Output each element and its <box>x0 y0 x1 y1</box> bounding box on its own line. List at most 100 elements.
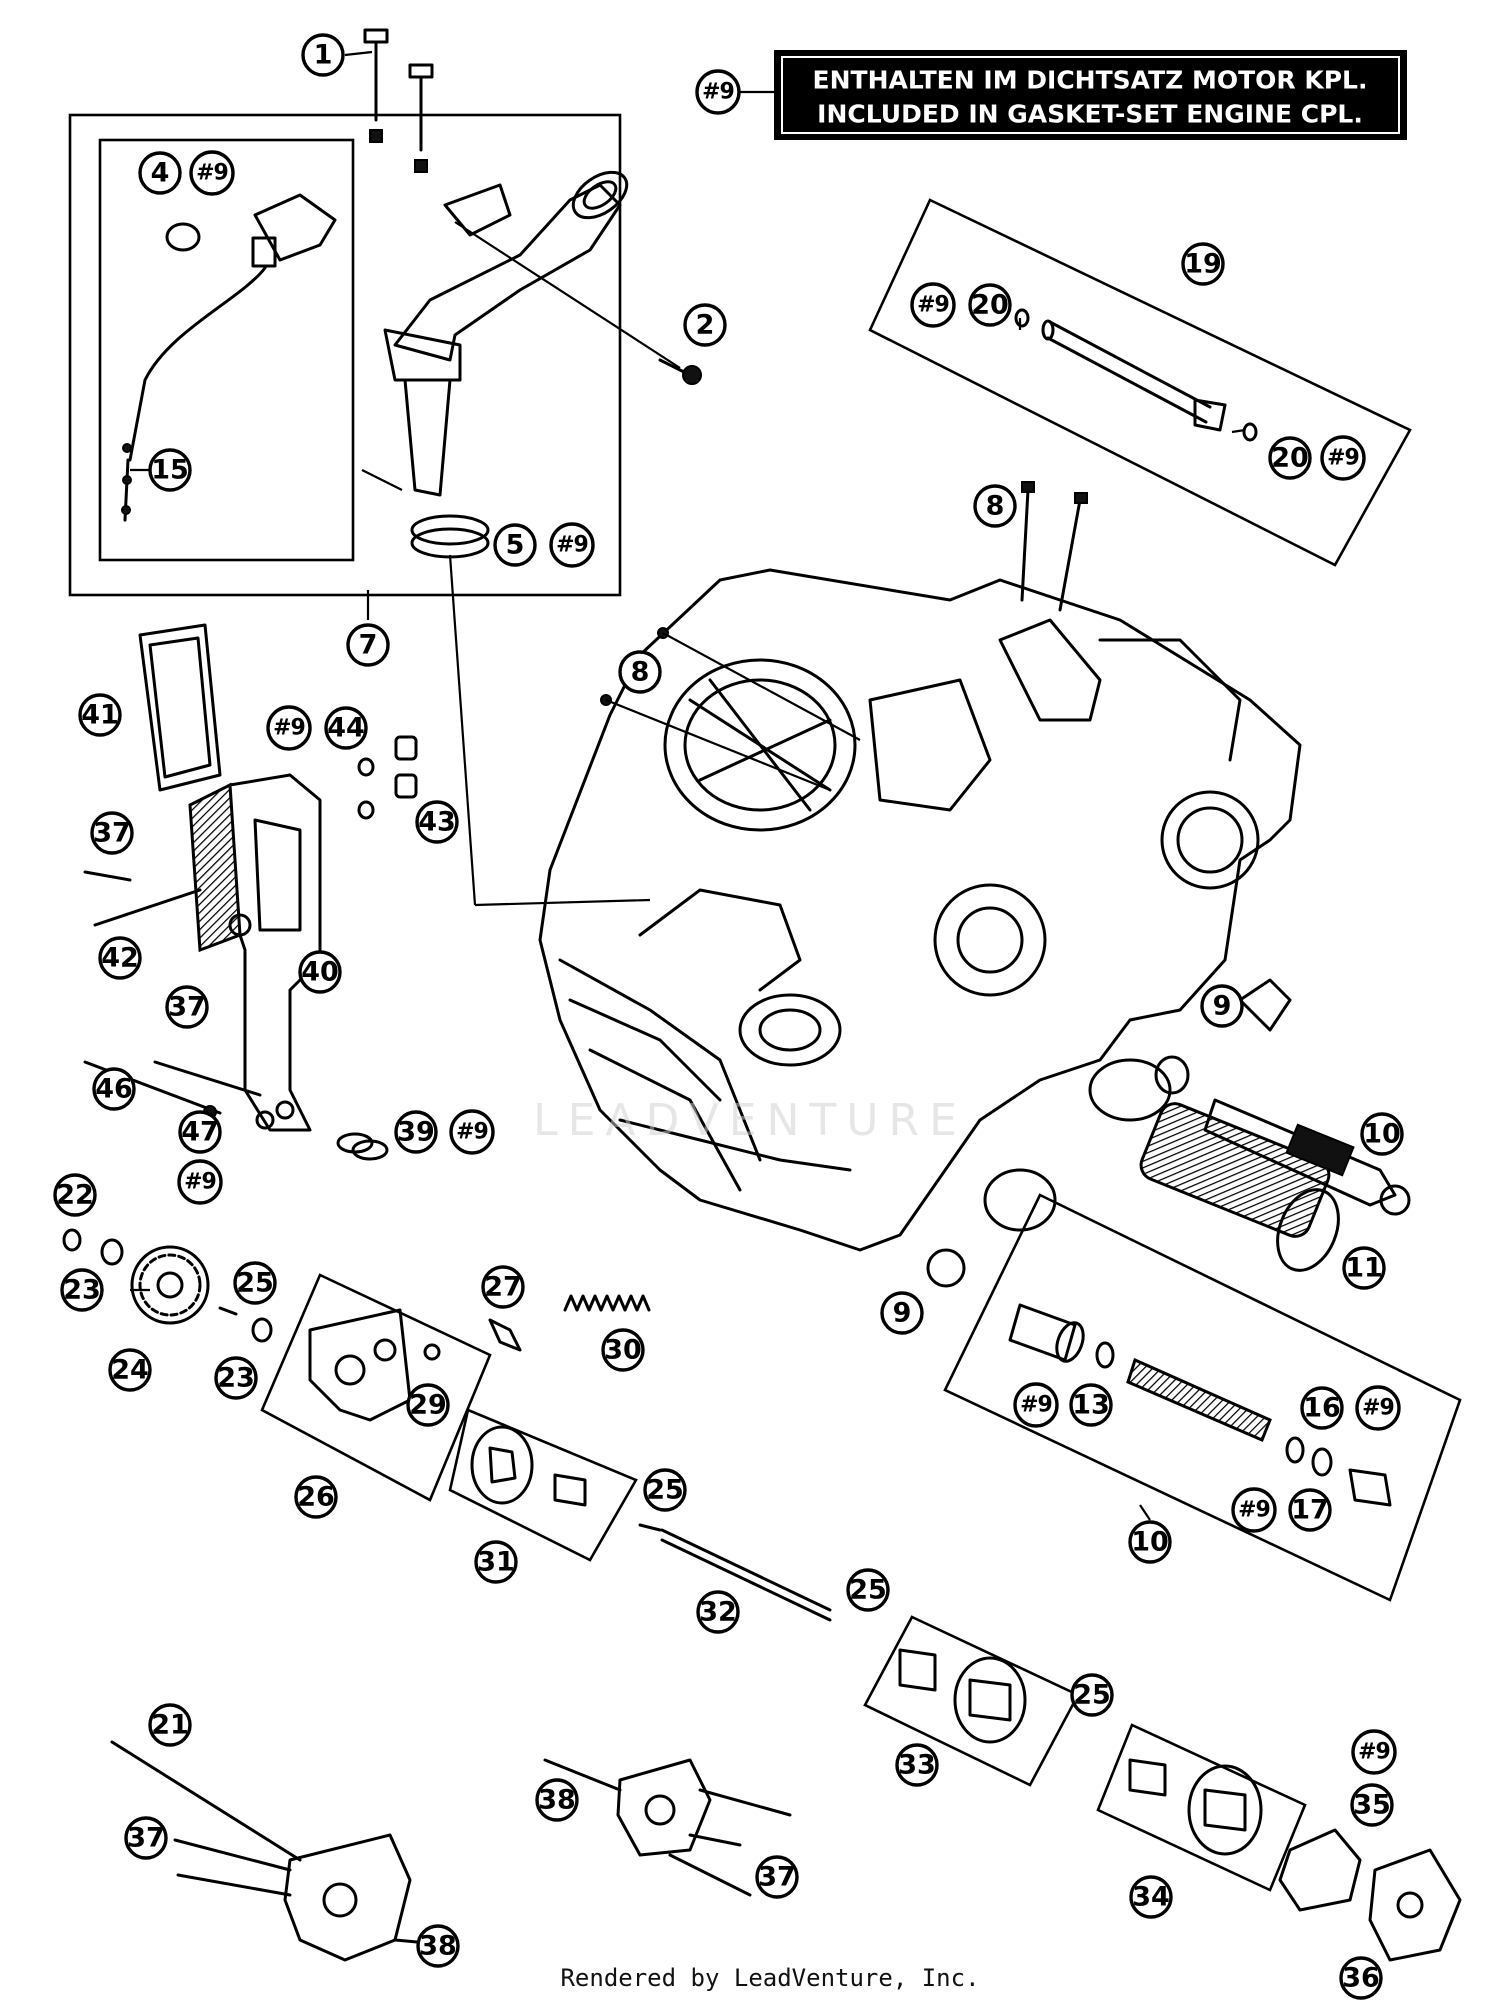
callout-31: 31 <box>474 1540 518 1584</box>
pump-cover-26-icon <box>308 1308 441 1422</box>
svg-text:23: 23 <box>63 1275 101 1306</box>
bushing-9-icon <box>926 1055 1190 1288</box>
svg-text:22: 22 <box>56 1180 94 1211</box>
callout-37b: 37 <box>165 985 209 1029</box>
callout-20a: 20 <box>968 283 1012 327</box>
spindle-10-icon <box>1203 1098 1411 1216</box>
oil-pump-assy-10-icon <box>1008 1303 1392 1507</box>
svg-text:37: 37 <box>758 1862 796 1893</box>
svg-text:26: 26 <box>297 1482 335 1513</box>
svg-text:#9: #9 <box>456 1120 488 1145</box>
svg-text:13: 13 <box>1072 1390 1110 1421</box>
svg-text:27: 27 <box>484 1272 522 1303</box>
ref-9-item-44: #9 <box>266 705 312 751</box>
svg-text:42: 42 <box>101 943 139 974</box>
svg-text:#9: #9 <box>184 1170 216 1195</box>
callout-46: 46 <box>92 1067 136 1111</box>
callout-20b: 20 <box>1268 436 1312 480</box>
pump-body-21-icon <box>110 1740 452 1962</box>
callout-44: 44 <box>324 706 368 750</box>
watermark: LEADVENTURE <box>533 1095 967 1146</box>
oil-pump-assy-10-group-box <box>943 1193 1462 1602</box>
ref-9-item-17: #9 <box>1231 1487 1277 1533</box>
callout-25d: 25 <box>1070 1673 1114 1717</box>
svg-text:38: 38 <box>419 1931 457 1962</box>
svg-text:8: 8 <box>986 491 1005 522</box>
svg-text:10: 10 <box>1363 1119 1401 1150</box>
callout-29: 29 <box>406 1383 450 1427</box>
callout-23b: 23 <box>214 1356 258 1400</box>
callout-47: 47 <box>178 1110 222 1154</box>
svg-text:39: 39 <box>397 1117 435 1148</box>
callout-19: 19 <box>1181 242 1225 286</box>
sealing-ring-5-icon <box>410 514 651 907</box>
svg-text:20: 20 <box>1271 443 1309 474</box>
part-drawings <box>62 28 1462 1962</box>
callout-38b: 38 <box>416 1924 460 1968</box>
callout-42: 42 <box>98 936 142 980</box>
svg-text:47: 47 <box>181 1117 219 1148</box>
dipstick-inner-box <box>98 138 355 562</box>
svg-text:23: 23 <box>217 1363 255 1394</box>
svg-text:46: 46 <box>95 1074 133 1105</box>
svg-text:32: 32 <box>699 1597 737 1628</box>
ref-9-item-16: #9 <box>1355 1385 1401 1431</box>
group-boxes <box>68 113 1462 1892</box>
svg-text:#9: #9 <box>1362 1396 1394 1421</box>
oil-filler-neck-icon <box>383 170 702 497</box>
svg-text:20: 20 <box>971 290 1009 321</box>
svg-text:44: 44 <box>327 713 365 744</box>
svg-text:25: 25 <box>646 1475 684 1506</box>
callout-38a: 38 <box>535 1778 579 1822</box>
callout-25b: 25 <box>643 1468 687 1512</box>
callout-8b: 8 <box>618 650 662 694</box>
pump-cover-26-box <box>260 1273 492 1502</box>
callout-2: 2 <box>683 303 727 347</box>
banner-line-1: ENTHALTEN IM DICHTSATZ MOTOR KPL. <box>813 66 1368 95</box>
svg-text:5: 5 <box>506 530 525 561</box>
rotor-33-icon <box>898 1648 1027 1744</box>
callout-43: 43 <box>415 800 459 844</box>
pump-cover-36-icon <box>1368 1848 1462 1962</box>
bolt-1-icon <box>363 28 434 173</box>
svg-text:36: 36 <box>1342 1963 1380 1994</box>
callout-33: 33 <box>895 1743 939 1787</box>
svg-text:35: 35 <box>1353 1790 1391 1821</box>
oil-pump-housing-40-icon <box>188 773 322 1132</box>
callout-7: 7 <box>346 623 390 667</box>
bolt-8-icon <box>600 481 1088 792</box>
svg-text:43: 43 <box>418 807 456 838</box>
gasket-set-banner: ENTHALTEN IM DICHTSATZ MOTOR KPL. INCLUD… <box>740 50 1407 140</box>
shaft-19-icon <box>1014 308 1258 442</box>
svg-text:41: 41 <box>81 700 119 731</box>
callout-37d: 37 <box>755 1855 799 1899</box>
svg-text:30: 30 <box>604 1335 642 1366</box>
ref-9-item-13: #9 <box>1013 1382 1059 1428</box>
callout-9b: 9 <box>880 1291 924 1335</box>
rotor-34-icon <box>1128 1758 1263 1856</box>
svg-text:25: 25 <box>849 1575 887 1606</box>
callout-1: 1 <box>301 33 345 77</box>
o-ring-39-icon <box>336 1132 389 1161</box>
footer-credit: Rendered by LeadVenture, Inc. <box>560 1964 979 1992</box>
callout-9a: 9 <box>1200 984 1244 1028</box>
svg-text:#9: #9 <box>1358 1740 1390 1765</box>
svg-text:29: 29 <box>409 1390 447 1421</box>
svg-text:34: 34 <box>1132 1882 1170 1913</box>
sprocket-24-icon <box>62 1228 273 1343</box>
ref-9-item-35: #9 <box>1351 1729 1397 1775</box>
callout-24: 24 <box>108 1348 152 1392</box>
callout-15: 15 <box>148 448 192 492</box>
rotor-33-box <box>863 1615 1080 1787</box>
oil-filter-11-icon <box>1139 1102 1340 1272</box>
svg-text:#9: #9 <box>702 80 734 105</box>
callout-25a: 25 <box>233 1261 277 1305</box>
callout-10b: 10 <box>1128 1520 1172 1564</box>
callout-32: 32 <box>696 1590 740 1634</box>
callout-37a: 37 <box>90 811 134 855</box>
svg-text:#9: #9 <box>1238 1498 1270 1523</box>
svg-text:#9: #9 <box>556 533 588 558</box>
callout-39: 39 <box>394 1110 438 1154</box>
svg-text:25: 25 <box>236 1268 274 1299</box>
